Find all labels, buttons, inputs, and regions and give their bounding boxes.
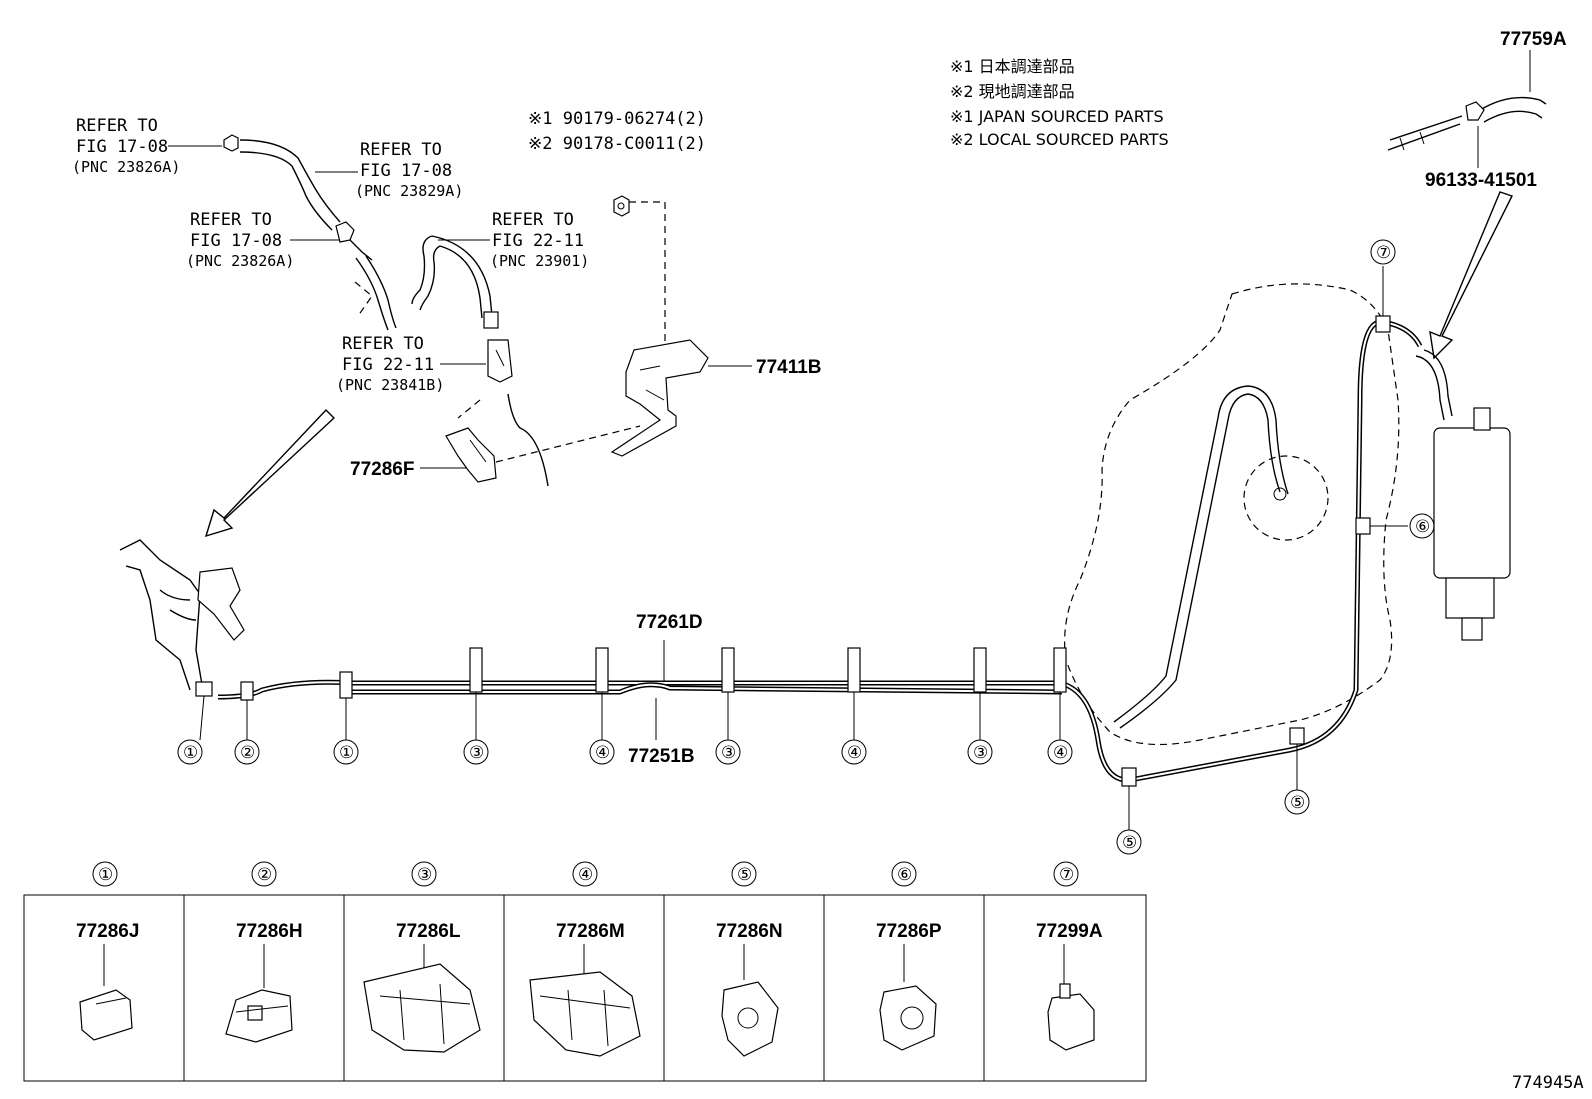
bolt-nut-icon bbox=[613, 195, 630, 217]
svg-text:FIG 17-08: FIG 17-08 bbox=[360, 161, 452, 181]
callout-3a: ③ bbox=[469, 743, 484, 763]
svg-text:(PNC 23901): (PNC 23901) bbox=[490, 252, 589, 270]
svg-text:77286N: 77286N bbox=[716, 921, 783, 942]
legend-item-5: ⑤ 77286N bbox=[716, 861, 783, 1057]
legend-item-1: ① 77286J bbox=[76, 861, 139, 1041]
note-line-3: ※1 JAPAN SOURCED PARTS bbox=[950, 107, 1164, 126]
label-77261D: 77261D bbox=[636, 612, 703, 633]
clamp-77286F bbox=[445, 427, 497, 483]
note-line-1: ※1 日本調達部品 bbox=[950, 57, 1075, 76]
fuel-tank-outline bbox=[1064, 283, 1400, 746]
clip-legend-table bbox=[23, 894, 1147, 1082]
label-77286F: 77286F bbox=[350, 459, 414, 480]
svg-text:77299A: 77299A bbox=[1036, 921, 1103, 942]
direction-arrow-right bbox=[1429, 191, 1513, 360]
legend-item-6: ⑥ 77286P bbox=[876, 861, 942, 1051]
svg-text:(PNC 23826A): (PNC 23826A) bbox=[186, 252, 294, 270]
label-96133-41501: 96133-41501 bbox=[1425, 170, 1537, 191]
refer-label-5: REFER TO FIG 22-11 (PNC 23841B) bbox=[336, 334, 444, 394]
callouts-main: ① ② ① ③ ④ ③ ④ ③ ④ ⑤ ⑤ ⑥ ⑦ bbox=[177, 239, 1435, 855]
svg-text:FIG 22-11: FIG 22-11 bbox=[342, 355, 434, 375]
note-line-2: ※2 現地調達部品 bbox=[950, 82, 1075, 101]
svg-text:⑤: ⑤ bbox=[737, 865, 752, 885]
note-line-4: ※2 LOCAL SOURCED PARTS bbox=[950, 130, 1169, 149]
bolt-label-2: ※2 90178-C0011(2) bbox=[528, 134, 706, 154]
svg-text:⑥: ⑥ bbox=[897, 865, 912, 885]
svg-text:77286L: 77286L bbox=[396, 921, 461, 942]
callout-7: ⑦ bbox=[1376, 243, 1391, 263]
svg-text:④: ④ bbox=[578, 865, 593, 885]
svg-text:REFER TO: REFER TO bbox=[76, 116, 158, 136]
callout-4a: ④ bbox=[595, 743, 610, 763]
refer-label-4: REFER TO FIG 22-11 (PNC 23901) bbox=[490, 210, 589, 270]
svg-text:REFER TO: REFER TO bbox=[342, 334, 424, 354]
svg-text:⑦: ⑦ bbox=[1059, 865, 1074, 885]
hose-77759A bbox=[1387, 96, 1547, 151]
left-pipe-connector bbox=[119, 539, 245, 697]
svg-text:77286M: 77286M bbox=[556, 921, 625, 942]
svg-text:②: ② bbox=[257, 865, 272, 885]
sourcing-notes: ※1 日本調達部品 ※2 現地調達部品 ※1 JAPAN SOURCED PAR… bbox=[950, 57, 1169, 149]
svg-text:(PNC 23829A): (PNC 23829A) bbox=[355, 182, 463, 200]
svg-text:77286J: 77286J bbox=[76, 921, 139, 942]
callout-1a: ① bbox=[183, 743, 198, 763]
legend-item-7: ⑦ 77299A bbox=[1036, 861, 1103, 1051]
callout-4b: ④ bbox=[847, 743, 862, 763]
svg-text:FIG 17-08: FIG 17-08 bbox=[76, 137, 168, 157]
svg-text:FIG 22-11: FIG 22-11 bbox=[492, 231, 584, 251]
legend-item-4: ④ 77286M bbox=[529, 861, 641, 1057]
direction-arrow-left bbox=[204, 408, 336, 538]
svg-text:REFER TO: REFER TO bbox=[492, 210, 574, 230]
svg-text:(PNC 23826A): (PNC 23826A) bbox=[72, 158, 180, 176]
svg-text:REFER TO: REFER TO bbox=[190, 210, 272, 230]
bolt-label-1: ※1 90179-06274(2) bbox=[528, 109, 706, 129]
canister bbox=[1415, 349, 1511, 641]
callout-3c: ③ bbox=[973, 743, 988, 763]
svg-text:(PNC 23841B): (PNC 23841B) bbox=[336, 376, 444, 394]
callout-1b: ① bbox=[339, 743, 354, 763]
pipe-clips bbox=[240, 315, 1391, 787]
fuel-pipe-main bbox=[217, 319, 1423, 783]
callout-6: ⑥ bbox=[1415, 517, 1430, 537]
svg-text:①: ① bbox=[98, 865, 113, 885]
refer-label-1: REFER TO FIG 17-08 (PNC 23826A) bbox=[72, 116, 180, 176]
svg-text:77286P: 77286P bbox=[876, 921, 942, 942]
callout-2a: ② bbox=[240, 743, 255, 763]
label-77411B: 77411B bbox=[756, 357, 822, 378]
svg-text:REFER TO: REFER TO bbox=[360, 140, 442, 160]
label-77759A: 77759A bbox=[1500, 29, 1567, 50]
svg-text:77286H: 77286H bbox=[236, 921, 303, 942]
upper-hose-assembly bbox=[223, 134, 549, 487]
figure-id: 774945A bbox=[1512, 1073, 1584, 1093]
bracket-77411B bbox=[610, 339, 709, 457]
legend-item-3: ③ 77286L bbox=[363, 861, 481, 1053]
callout-3b: ③ bbox=[721, 743, 736, 763]
callout-4c: ④ bbox=[1053, 743, 1068, 763]
callout-5a: ⑤ bbox=[1122, 833, 1137, 853]
label-77251B: 77251B bbox=[628, 746, 695, 767]
legend-item-2: ② 77286H bbox=[225, 861, 303, 1043]
refer-label-3: REFER TO FIG 17-08 (PNC 23826A) bbox=[186, 210, 294, 270]
svg-text:③: ③ bbox=[417, 865, 432, 885]
svg-text:FIG 17-08: FIG 17-08 bbox=[190, 231, 282, 251]
callout-5b: ⑤ bbox=[1290, 793, 1305, 813]
refer-label-2: REFER TO FIG 17-08 (PNC 23829A) bbox=[355, 140, 463, 200]
